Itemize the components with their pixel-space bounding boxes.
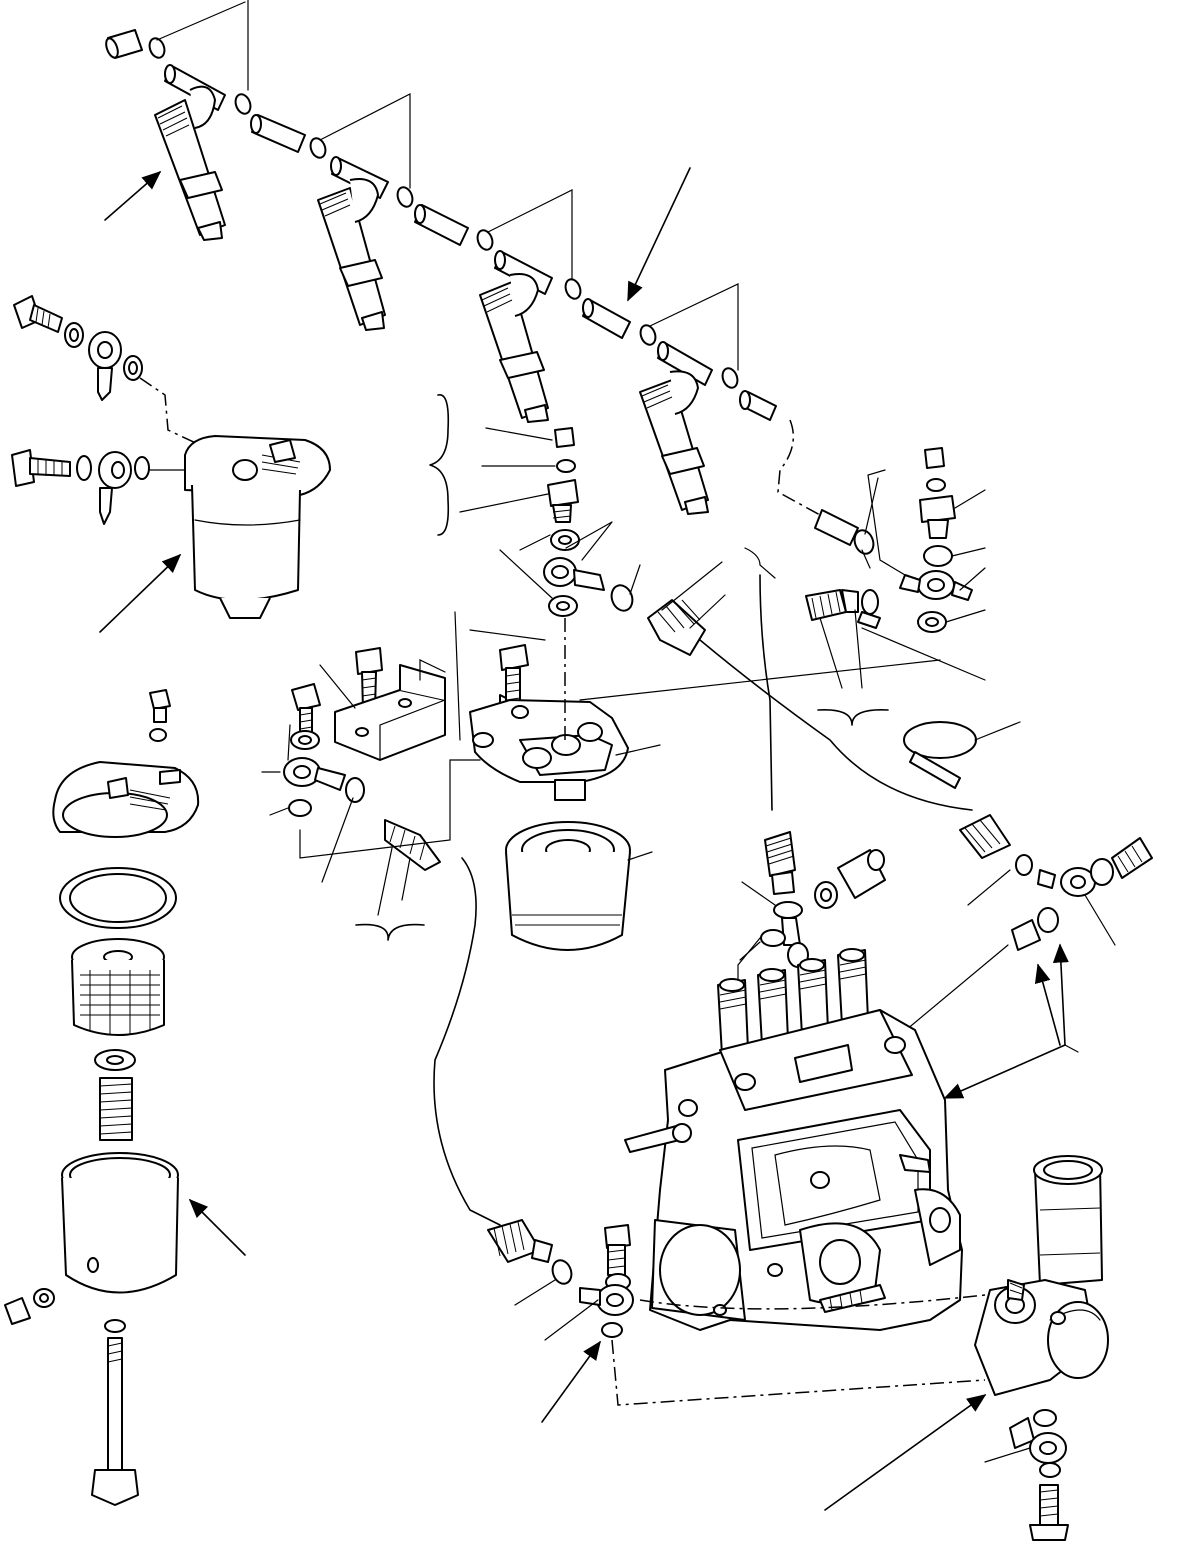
sealing-washer <box>76 455 92 481</box>
washer <box>290 730 320 750</box>
center-bolt <box>91 1337 139 1506</box>
delivery-valve <box>717 978 749 1056</box>
hose-clamp <box>639 324 657 346</box>
feed-pump <box>974 1155 1109 1541</box>
banjo-fitting <box>88 331 122 401</box>
drain-nut <box>4 1288 55 1325</box>
spring <box>99 1077 133 1141</box>
hose-clamp <box>721 367 739 389</box>
sealing-washer <box>64 322 84 348</box>
injection-nozzles <box>154 85 709 515</box>
fuel-filter-assembly <box>184 435 331 619</box>
hose-segment <box>494 250 553 295</box>
nozzle-4 <box>639 370 709 515</box>
hose-clamp <box>345 777 365 803</box>
delivery-valve <box>797 958 829 1036</box>
lower-banjo-fitting-group <box>11 449 186 525</box>
spring-seat <box>94 1049 136 1071</box>
sealing-washer <box>134 456 150 480</box>
center-banjo-stack <box>429 394 613 740</box>
hose-segment <box>739 390 777 421</box>
hose-segment <box>582 298 631 339</box>
hose-segment <box>414 204 469 246</box>
filter-bowl <box>61 1152 179 1294</box>
upper-banjo-fitting-group <box>13 295 201 446</box>
right-pump-banjo <box>899 814 1153 1053</box>
hose-clamp <box>396 186 414 208</box>
filter-stack <box>4 689 200 1506</box>
banjo-bolt <box>13 295 63 333</box>
hose-segment <box>105 29 143 59</box>
center-hose-end <box>610 561 726 656</box>
right-hose-segment <box>814 477 879 569</box>
filter-head-center <box>454 611 941 801</box>
sealing-washer <box>123 355 143 381</box>
spin-on-filter <box>505 821 653 951</box>
air-bleed-screw <box>149 689 171 742</box>
mounting-bracket <box>334 664 446 761</box>
nozzle-2 <box>317 178 386 331</box>
hose-clamp <box>234 93 252 115</box>
hose-segment <box>250 114 306 153</box>
bracket-assembly <box>261 647 481 941</box>
hose-clamp <box>564 278 582 300</box>
hose-clamp <box>476 229 494 251</box>
return-hose-segments <box>105 0 777 421</box>
filter-element <box>71 938 165 1036</box>
hose-clamp <box>148 37 166 59</box>
o-ring <box>59 867 177 929</box>
washer <box>288 799 312 817</box>
banjo-fitting <box>98 451 132 525</box>
banjo-fitting <box>283 757 346 791</box>
drain-plug-washer <box>104 1319 126 1333</box>
hose-segment <box>657 341 713 386</box>
filter-head <box>52 761 200 838</box>
right-hose-end <box>805 589 986 726</box>
cable-tie <box>903 721 1021 789</box>
hex-bolt <box>291 683 321 733</box>
banjo-bolt <box>11 449 71 487</box>
hose-clamp <box>309 137 327 159</box>
injection-pump <box>624 948 963 1331</box>
nozzle-3 <box>479 273 549 423</box>
nozzle-1 <box>154 85 226 241</box>
socket-bolt <box>355 647 383 711</box>
right-banjo-stack <box>867 447 986 633</box>
lower-hose-end <box>487 1219 986 1406</box>
